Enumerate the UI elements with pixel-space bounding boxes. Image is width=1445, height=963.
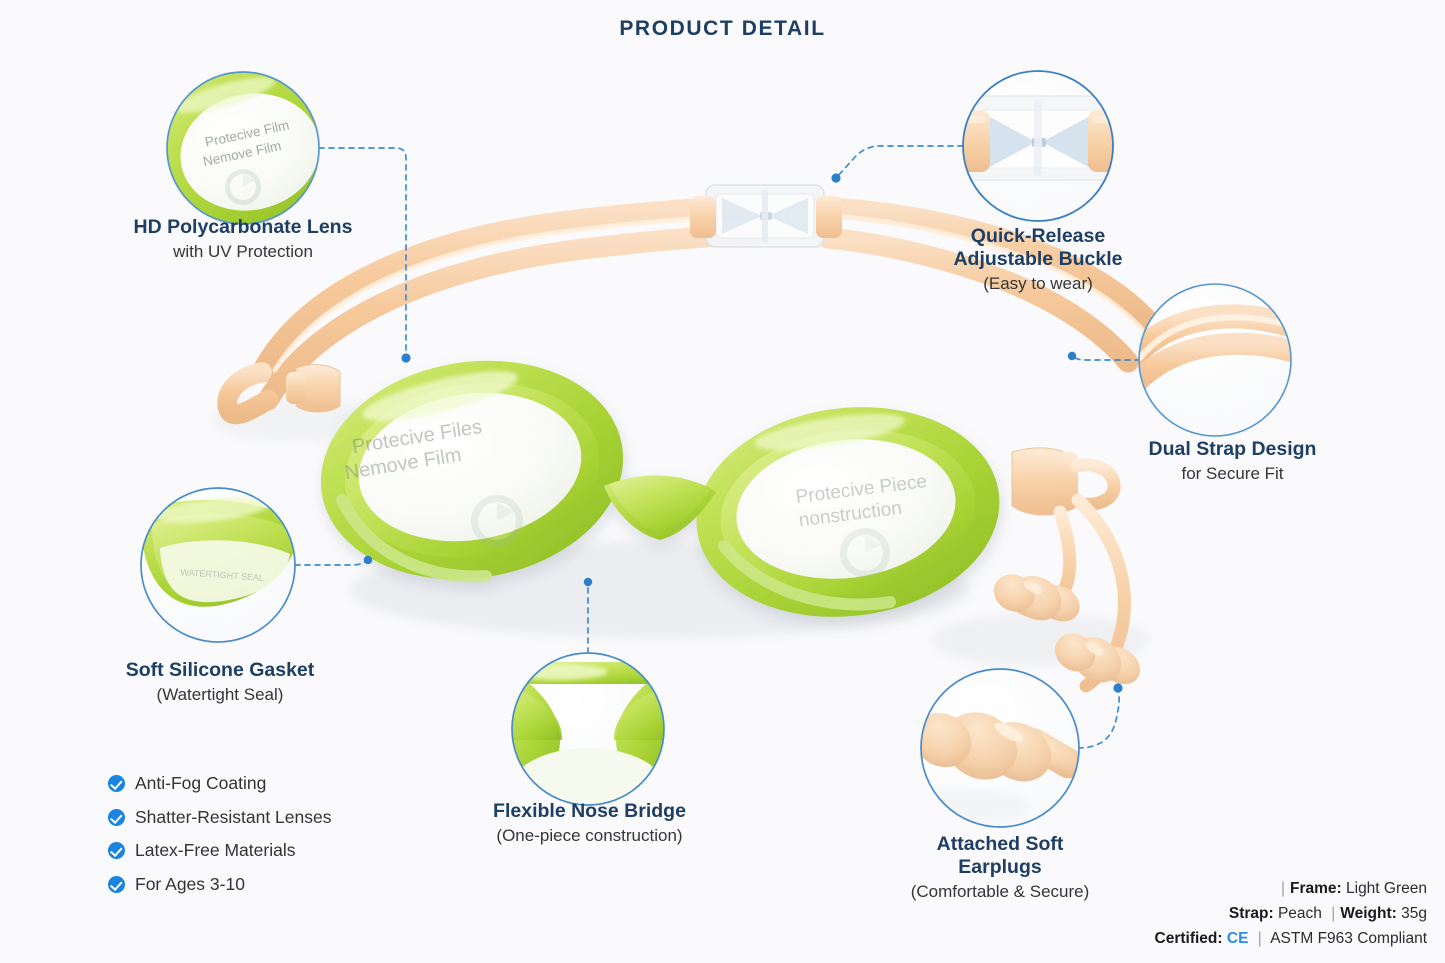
spec-row-strap-weight: Strap: Peach |Weight: 35g: [1155, 901, 1427, 926]
spec-standard-value: ASTM F963 Compliant: [1270, 929, 1427, 947]
callout-buckle-title-line2: Adjustable Buckle: [953, 247, 1123, 270]
callout-earplugs-title-line1: Attached Soft: [936, 833, 1064, 855]
check-circle-icon: [108, 808, 125, 826]
feature-label: Shatter-Resistant Lenses: [135, 806, 332, 827]
spec-row-frame: | Frame: Light Green: [1155, 876, 1427, 901]
goggle-frame: [320, 360, 1000, 617]
check-circle-icon: [108, 842, 125, 860]
callout-buckle-subtitle: (Easy to wear): [983, 273, 1093, 293]
callout-nose-bridge: Flexible Nose Bridge (One-piece construc…: [462, 800, 717, 846]
spec-frame-value: Light Green: [1346, 879, 1427, 897]
feature-item: Latex-Free Materials: [108, 834, 332, 868]
callout-gasket-subtitle: (Watertight Seal): [156, 684, 284, 704]
spec-separator: |: [1257, 929, 1262, 947]
check-circle-icon: [108, 875, 125, 893]
callout-buckle-title-line1: Quick-Release: [970, 225, 1106, 247]
spec-row-certified: Certified: CE | ASTM F963 Compliant: [1155, 926, 1427, 951]
connector-endpoint-dots: [363, 173, 1123, 693]
callout-gasket: Soft Silicone Gasket (Watertight Seal): [90, 659, 350, 705]
callout-earplugs-subtitle: (Comfortable & Secure): [910, 881, 1090, 901]
left-temple-clip: [286, 364, 341, 413]
callout-gasket-title: Soft Silicone Gasket: [125, 659, 315, 681]
feature-checklist: Anti-Fog Coating Shatter-Resistant Lense…: [108, 767, 332, 901]
lens-logo-watermark: [471, 495, 890, 578]
callout-hd-lens-subtitle: with UV Protection: [173, 241, 313, 261]
spec-ce-badge: CE: [1226, 929, 1249, 947]
attached-earplugs: [993, 493, 1140, 693]
callout-dual-strap: Dual Strap Design for Secure Fit: [1125, 438, 1340, 484]
spec-frame-label: Frame:: [1290, 879, 1342, 897]
callout-nose-bridge-title: Flexible Nose Bridge: [493, 800, 686, 822]
callout-dual-strap-title: Dual Strap Design: [1148, 438, 1317, 460]
page-title: PRODUCT DETAIL: [619, 17, 826, 40]
zoom-circle-buckle: [962, 70, 1114, 222]
callout-hd-lens: HD Polycarbonate Lens with UV Protection: [123, 216, 363, 262]
callout-earplugs-title-line2: Earplugs: [958, 855, 1042, 878]
spec-weight-value: 35g: [1401, 904, 1427, 922]
callout-hd-lens-title: HD Polycarbonate Lens: [133, 216, 353, 238]
feature-item: Anti-Fog Coating: [108, 767, 332, 801]
feature-item: Shatter-Resistant Lenses: [108, 801, 332, 835]
line-dual-strap: [1071, 355, 1141, 361]
spec-separator: |: [1280, 879, 1285, 897]
spec-certified-label: Certified:: [1154, 929, 1223, 947]
check-circle-icon: [108, 775, 125, 793]
spec-strap-label: Strap:: [1228, 904, 1274, 922]
line-hd-lens: [318, 147, 407, 359]
line-buckle: [835, 145, 964, 179]
spec-strap-value: Peach: [1277, 904, 1322, 922]
callout-buckle: Quick-Release Adjustable Buckle (Easy to…: [938, 225, 1138, 294]
spec-block: |Frame: Light Green Strap: Peach |Weight…: [1155, 876, 1427, 951]
spec-separator: |: [1331, 904, 1336, 922]
callout-dual-strap-subtitle: for Secure Fit: [1181, 463, 1284, 483]
line-earplugs: [1077, 689, 1120, 749]
callout-nose-bridge-subtitle: (One-piece construction): [496, 825, 683, 845]
quick-release-buckle-part: [690, 184, 842, 248]
zoom-circle-gasket: WATERTIGHT SEAL: [140, 487, 296, 643]
feature-label: Anti-Fog Coating: [135, 773, 267, 794]
zoom-circle-earplugs: [920, 668, 1080, 828]
zoom-circle-dual-strap: [1138, 283, 1292, 437]
zoom-circle-hd-lens: Protecive Film Nemove Film: [166, 71, 320, 225]
spec-weight-label: Weight:: [1340, 904, 1397, 922]
feature-label: Latex-Free Materials: [135, 840, 296, 861]
feature-item: For Ages 3-10: [108, 868, 332, 902]
feature-label: For Ages 3-10: [135, 873, 245, 894]
callout-earplugs: Attached Soft Earplugs (Comfortable & Se…: [890, 833, 1110, 902]
